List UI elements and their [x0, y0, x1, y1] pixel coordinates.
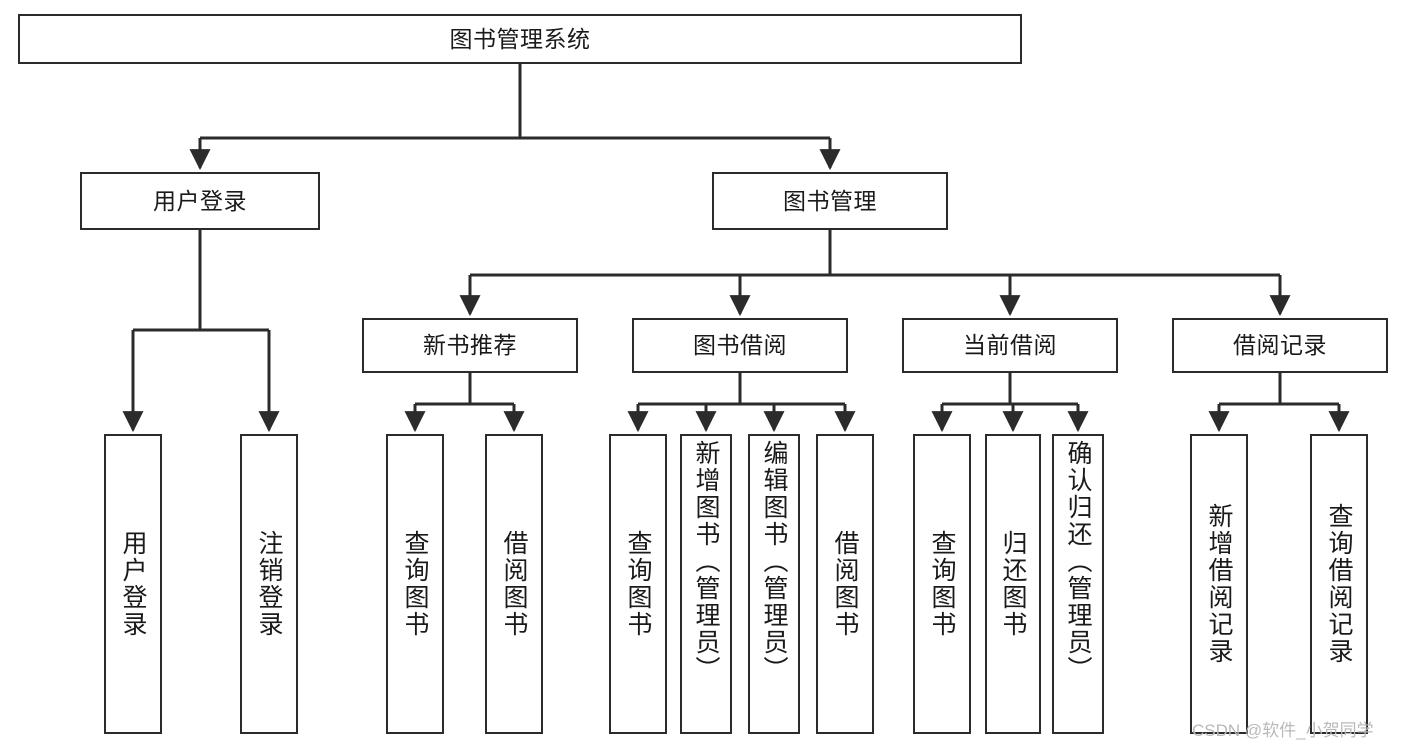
node-leaf-borrow-book-1-label: 借阅图书 [500, 530, 528, 638]
node-leaf-add-record-label: 新增借阅记录 [1205, 503, 1233, 665]
node-leaf-confirm-return[interactable]: 确认归还（管理员） [1052, 434, 1104, 734]
node-leaf-add-book[interactable]: 新增图书（管理员） [680, 434, 732, 734]
node-book-borrow[interactable]: 图书借阅 [632, 318, 848, 373]
node-current-borrow[interactable]: 当前借阅 [902, 318, 1118, 373]
node-leaf-query-book-2-label: 查询图书 [624, 530, 652, 638]
node-leaf-query-record-label: 查询借阅记录 [1325, 503, 1353, 665]
node-leaf-query-book-3[interactable]: 查询图书 [913, 434, 971, 734]
node-book-manage-label: 图书管理 [783, 187, 877, 214]
node-leaf-borrow-book-2[interactable]: 借阅图书 [816, 434, 874, 734]
node-leaf-logout-label: 注销登录 [255, 530, 283, 638]
node-leaf-borrow-book-2-label: 借阅图书 [831, 530, 859, 638]
node-leaf-borrow-book-1[interactable]: 借阅图书 [485, 434, 543, 734]
node-leaf-edit-book[interactable]: 编辑图书（管理员） [748, 434, 800, 734]
node-root[interactable]: 图书管理系统 [18, 14, 1022, 64]
node-leaf-confirm-return-label: 确认归还（管理员） [1064, 440, 1092, 683]
node-user-login-label: 用户登录 [153, 187, 247, 214]
node-book-manage[interactable]: 图书管理 [712, 172, 948, 230]
node-root-label: 图书管理系统 [449, 25, 591, 52]
node-leaf-add-record[interactable]: 新增借阅记录 [1190, 434, 1248, 734]
node-leaf-user-login[interactable]: 用户登录 [104, 434, 162, 734]
node-leaf-logout[interactable]: 注销登录 [240, 434, 298, 734]
watermark: CSDN @软件_小贺同学 [1192, 721, 1374, 740]
node-leaf-query-book-2[interactable]: 查询图书 [609, 434, 667, 734]
node-leaf-query-book-1-label: 查询图书 [401, 530, 429, 638]
node-leaf-user-login-label: 用户登录 [119, 530, 147, 638]
node-current-borrow-label: 当前借阅 [963, 332, 1057, 359]
node-leaf-query-record[interactable]: 查询借阅记录 [1310, 434, 1368, 734]
node-new-book-recommend[interactable]: 新书推荐 [362, 318, 578, 373]
node-leaf-query-book-3-label: 查询图书 [928, 530, 956, 638]
node-borrow-record[interactable]: 借阅记录 [1172, 318, 1388, 373]
node-borrow-record-label: 借阅记录 [1233, 332, 1327, 359]
node-leaf-return-book-label: 归还图书 [999, 530, 1027, 638]
node-new-book-recommend-label: 新书推荐 [423, 332, 517, 359]
node-leaf-edit-book-label: 编辑图书（管理员） [760, 440, 788, 683]
node-book-borrow-label: 图书借阅 [693, 332, 787, 359]
node-user-login[interactable]: 用户登录 [80, 172, 320, 230]
node-leaf-query-book-1[interactable]: 查询图书 [386, 434, 444, 734]
node-leaf-add-book-label: 新增图书（管理员） [692, 440, 720, 683]
node-leaf-return-book[interactable]: 归还图书 [985, 434, 1041, 734]
